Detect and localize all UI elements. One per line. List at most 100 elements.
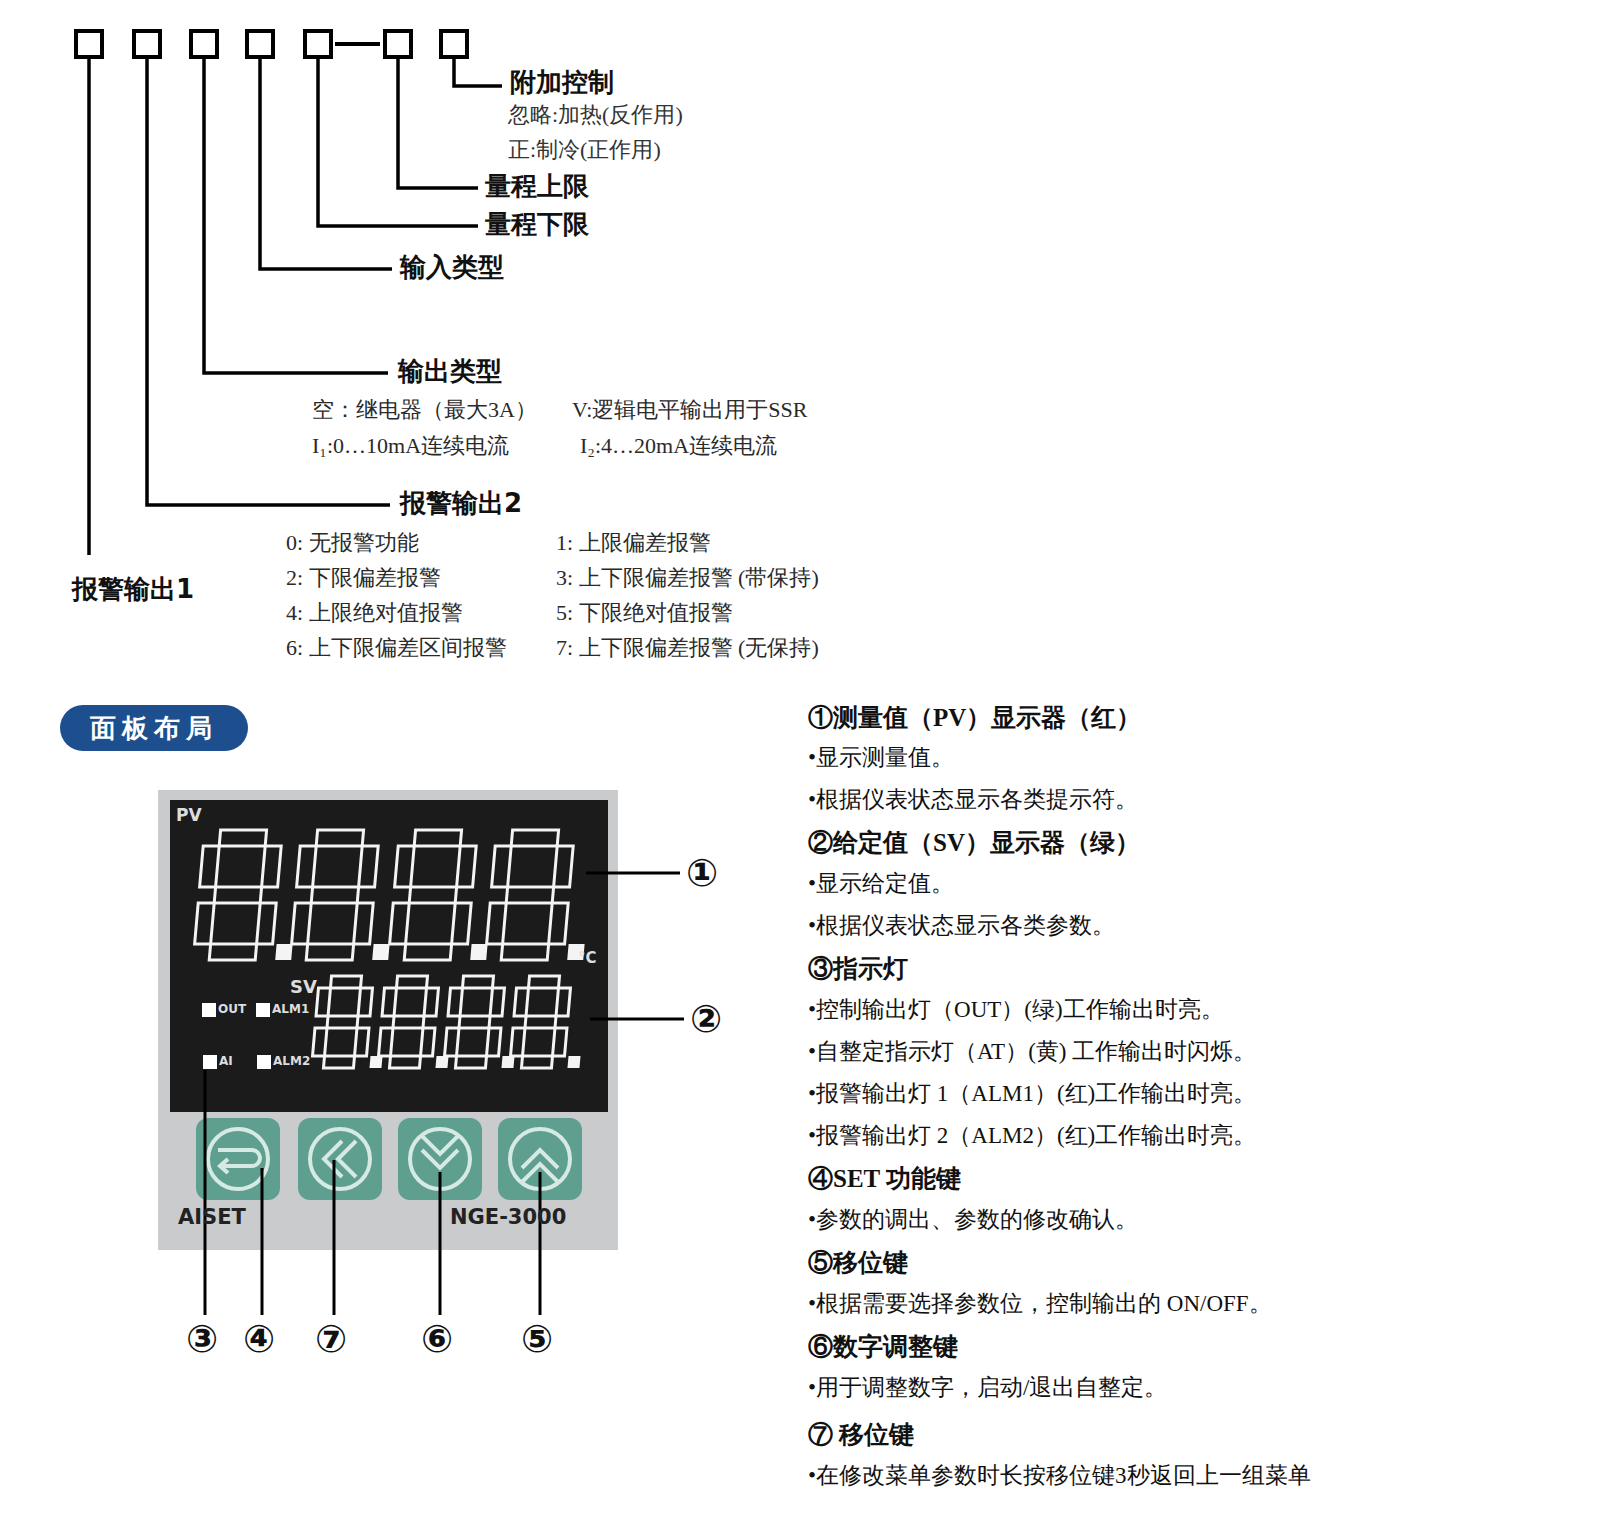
buttons: [196, 1118, 582, 1200]
segment: [462, 976, 493, 988]
segment: [514, 988, 528, 1016]
segment: [421, 1028, 435, 1056]
item-text: •参数的调出、参数的修改确认。: [808, 1207, 1138, 1233]
item-heading: ①测量值（PV）显示器（红）: [808, 704, 1141, 733]
item-text: •在修改菜单参数时长按移位键3秒返回上一组菜单: [808, 1463, 1311, 1489]
option-text: 正:制冷(正作用): [508, 137, 661, 162]
rect-shape: [158, 790, 618, 1250]
option-text: 0: 无报警功能: [286, 530, 419, 555]
option-text: 6: 上下限偏差区间报警: [286, 635, 507, 660]
option-text: 1: 上限偏差报警: [556, 530, 711, 555]
field-name: 输入类型: [400, 253, 504, 283]
rect-shape: [385, 31, 411, 57]
path-shape: [218, 1150, 260, 1173]
rect-shape: [257, 1055, 271, 1069]
callout-number: ⑦: [315, 1318, 347, 1362]
line-shape: [586, 872, 680, 875]
segment: [455, 1056, 486, 1068]
option-text: 3: 上下限偏差报警 (带保持): [556, 565, 819, 590]
segment: [323, 1056, 354, 1068]
rect-shape: [298, 1118, 382, 1200]
segment: [414, 830, 461, 846]
segment: [262, 846, 282, 887]
segment: [275, 944, 292, 960]
segment: [214, 887, 261, 903]
segment: [358, 988, 372, 1016]
panel-text: ALM2: [273, 1055, 310, 1069]
rect-shape: [203, 1055, 217, 1069]
segment: [487, 1028, 501, 1056]
badge-text: 面板布局: [90, 711, 218, 746]
segment: [396, 976, 427, 988]
panel-text: PV: [176, 806, 202, 826]
polyline-shape: [260, 57, 392, 269]
item-heading: ⑦ 移位键: [808, 1421, 914, 1450]
line-shape: [333, 1160, 336, 1315]
segment: [327, 1016, 358, 1028]
rect-shape: [134, 31, 160, 57]
item-text: •根据仪表状态显示各类提示符。: [808, 787, 1138, 813]
segment: [511, 830, 558, 846]
item-heading: ②给定值（SV）显示器（绿）: [808, 829, 1140, 858]
panel-text: ALM1: [272, 1003, 309, 1017]
panel-text: °C: [578, 950, 597, 967]
item-text: •根据仪表状态显示各类参数。: [808, 913, 1115, 939]
line-shape: [335, 42, 380, 46]
field-name: 量程下限: [485, 210, 589, 240]
segment: [330, 976, 361, 988]
segment: [459, 1016, 490, 1028]
path-shape: [324, 1141, 356, 1177]
item-heading: ⑥数字调整键: [808, 1333, 958, 1362]
rect-shape: [441, 31, 467, 57]
item-text: •报警输出灯 2（ALM2）(红)工作输出时亮。: [808, 1123, 1256, 1149]
callout-number: ⑤: [521, 1318, 553, 1362]
field-name: 输出类型: [398, 357, 502, 387]
segment: [395, 846, 415, 887]
field-name: 附加控制: [510, 68, 614, 98]
option-text: 2: 下限偏差报警: [286, 565, 441, 590]
leader-lines: [89, 57, 502, 555]
segment: [382, 988, 396, 1016]
path-shape: [422, 1136, 458, 1168]
code-boxes: [76, 31, 467, 57]
indicator-lamps: [202, 1003, 271, 1069]
segment: [448, 988, 462, 1016]
segment: [200, 846, 220, 887]
circle-shape: [208, 1129, 268, 1189]
segment: [553, 1028, 567, 1056]
segment: [359, 846, 379, 887]
segment: [501, 1056, 514, 1068]
controller-front: [158, 790, 618, 1250]
rect-shape: [256, 1003, 270, 1017]
line-shape: [439, 1172, 442, 1315]
field-name: 报警输出1: [72, 575, 194, 605]
rect-shape: [247, 31, 273, 57]
callout-number: ⑥: [421, 1318, 453, 1362]
rect-shape: [196, 1118, 280, 1200]
segment: [424, 988, 438, 1016]
segment: [306, 944, 353, 960]
panel-text: OUT: [218, 1003, 246, 1017]
rect-shape: [305, 31, 331, 57]
polyline-shape: [398, 57, 478, 188]
segment: [501, 944, 548, 960]
option-text: 5: 下限绝对值报警: [556, 600, 733, 625]
segment: [219, 830, 266, 846]
segment: [549, 903, 569, 944]
section-badge: 面板布局: [60, 705, 248, 751]
field-name: 量程上限: [485, 172, 589, 202]
segment: [257, 903, 277, 944]
panel-text: AI: [219, 1055, 233, 1069]
segment: [316, 988, 330, 1016]
segment: [372, 944, 389, 960]
segment: [470, 944, 487, 960]
segment: [369, 1056, 382, 1068]
panel-text: AISET: [178, 1205, 246, 1229]
line-shape: [539, 1172, 542, 1315]
seven-segment-digits: [195, 830, 585, 1068]
item-heading: ③指示灯: [808, 955, 908, 984]
callout-number: ④: [243, 1318, 275, 1362]
rect-shape: [76, 31, 102, 57]
segment: [311, 887, 358, 903]
